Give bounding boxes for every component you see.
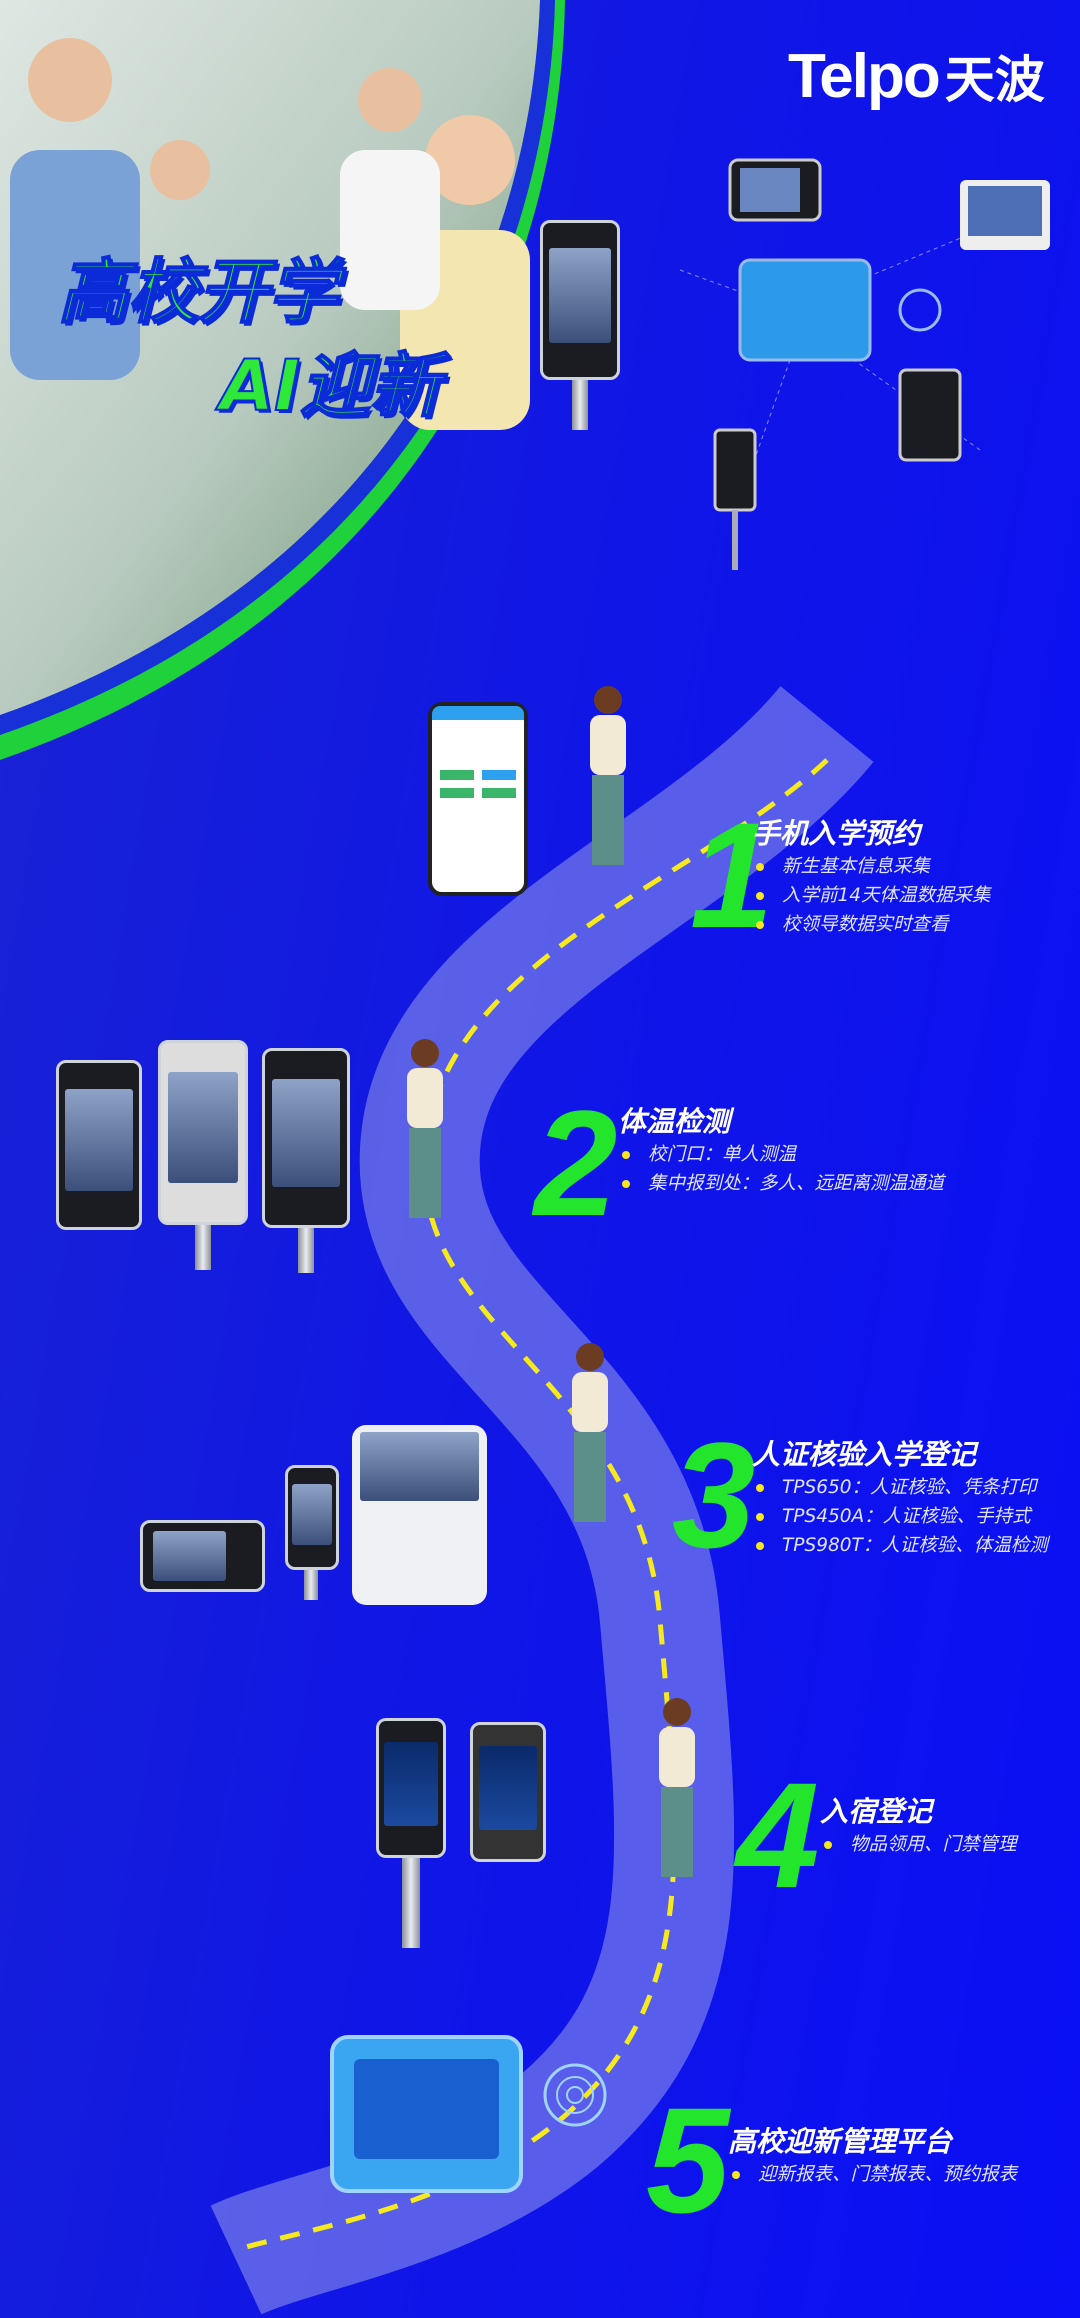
hero-section: 高校开学 AI迎新	[0, 0, 1080, 820]
step-4-number: 4	[736, 1751, 820, 1919]
step-4-content: 入宿登记 物品领用、门禁管理	[820, 1790, 1017, 1859]
step-2-content: 体温检测 校门口：单人测温 集中报到处：多人、远距离测温通道	[618, 1100, 944, 1198]
face-terminal-device	[56, 1060, 142, 1230]
device-network-graphic	[679, 158, 1050, 570]
step-4-bullet: 物品领用、门禁管理	[820, 1830, 1017, 1859]
multi-face-terminal-device	[262, 1048, 350, 1228]
step-3-title: 人证核验入学登记	[752, 1438, 977, 1471]
terminal-pole	[298, 1228, 314, 1273]
step-1-title: 手机入学预约	[752, 817, 921, 850]
phone-booking-app	[428, 702, 528, 896]
step-5-bullet: 迎新报表、门禁报表、预约报表	[728, 2160, 1017, 2189]
step-1-bullet: 校领导数据实时查看	[752, 910, 991, 939]
access-terminal-device	[470, 1722, 546, 1862]
step-3-bullet: TPS450A：人证核验、手持式	[752, 1502, 1048, 1531]
step-1-content: 手机入学预约 新生基本信息采集 入学前14天体温数据采集 校领导数据实时查看	[752, 812, 991, 939]
step-3-bullet: TPS980T：人证核验、体温检测	[752, 1531, 1048, 1560]
hero-photo	[0, 0, 565, 760]
tps650-kiosk	[352, 1425, 487, 1605]
fingerprint-icon	[543, 2063, 607, 2127]
step-3-bullet: TPS650：人证核验、凭条打印	[752, 1473, 1048, 1502]
tps450a-handheld	[140, 1520, 265, 1592]
management-platform-monitor	[330, 2035, 523, 2193]
step-5-number: 5	[646, 2076, 730, 2244]
step-1-bullet: 新生基本信息采集	[752, 852, 991, 881]
hero-title-line2: AI迎新	[219, 344, 441, 428]
hero-title-line1: 高校开学	[57, 250, 339, 334]
step-5-title: 高校迎新管理平台	[728, 2125, 953, 2158]
access-terminal-device	[376, 1718, 446, 1858]
thermal-terminal-device	[158, 1040, 248, 1225]
step-3-content: 人证核验入学登记 TPS650：人证核验、凭条打印 TPS450A：人证核验、手…	[752, 1433, 1048, 1560]
terminal-pole	[402, 1858, 420, 1948]
tps980t-terminal	[285, 1465, 339, 1570]
step-2-title: 体温检测	[618, 1105, 731, 1138]
terminal-pole	[195, 1225, 211, 1270]
step-2-number: 2	[534, 1079, 618, 1247]
step-1-bullet: 入学前14天体温数据采集	[752, 881, 991, 910]
thermal-kiosk-hero	[540, 220, 620, 380]
step-4-title: 入宿登记	[820, 1795, 933, 1828]
step-2-bullet: 校门口：单人测温	[618, 1140, 944, 1169]
step-5-content: 高校迎新管理平台 迎新报表、门禁报表、预约报表	[728, 2120, 1017, 2189]
step-2-bullet: 集中报到处：多人、远距离测温通道	[618, 1169, 944, 1198]
step-3-number: 3	[672, 1411, 756, 1579]
kiosk-pole	[572, 380, 588, 430]
terminal-pole	[304, 1570, 318, 1600]
